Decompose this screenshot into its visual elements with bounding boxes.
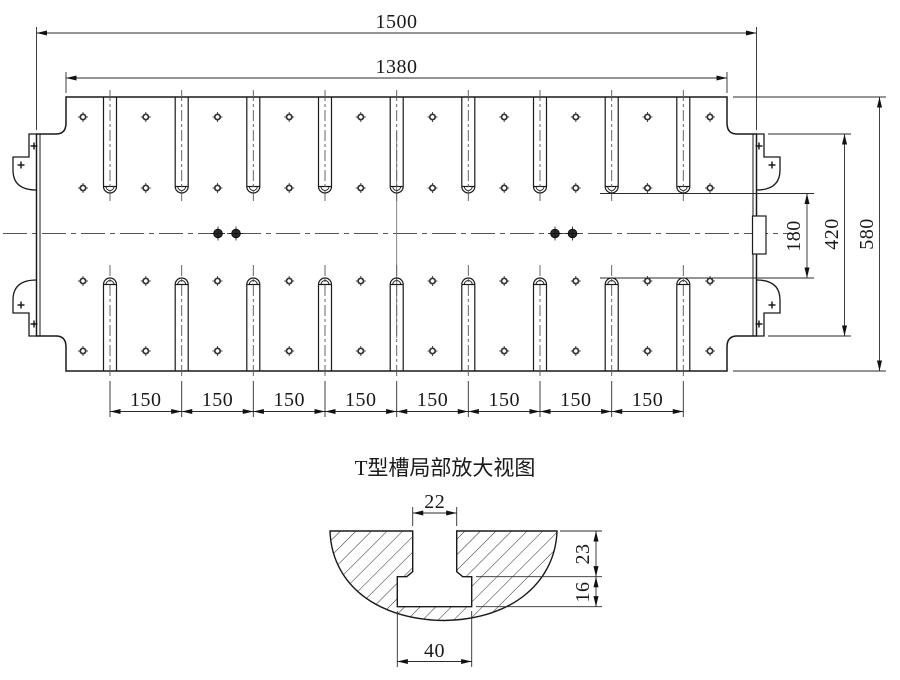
svg-text:150: 150 [632,389,664,411]
dim-1380-label: 1380 [376,56,418,78]
t-slot-section [329,530,558,622]
dim-1500-label: 1500 [376,11,418,33]
detail-dimensions [396,507,602,667]
svg-text:150: 150 [417,389,449,411]
dimensions [36,27,886,417]
dim-150-labels: 150 150 150 150 150 150 150 150 [130,389,663,411]
flange-protrusions [12,133,781,337]
svg-text:150: 150 [202,389,234,411]
dim-580-label: 580 [856,218,878,250]
dim-180-label: 180 [783,220,805,252]
dim-420-label: 420 [821,218,843,250]
svg-text:150: 150 [273,389,305,411]
svg-text:150: 150 [130,389,162,411]
svg-text:150: 150 [345,389,377,411]
dim-40-label: 40 [424,640,445,662]
svg-text:150: 150 [488,389,520,411]
svg-text:150: 150 [560,389,592,411]
detail-view: T型槽局部放大视图 22 40 23 16 [329,456,602,667]
main-view: 1500 1380 580 420 180 150 150 150 150 15… [3,11,886,417]
plate-outline [35,96,758,372]
dim-22-label: 22 [424,491,445,513]
dim-23-label: 23 [572,544,594,565]
flange-inner-edges [39,134,754,336]
right-flange-boss [751,215,767,255]
detail-view-title: T型槽局部放大视图 [355,456,536,480]
dim-16-label: 16 [572,582,594,603]
